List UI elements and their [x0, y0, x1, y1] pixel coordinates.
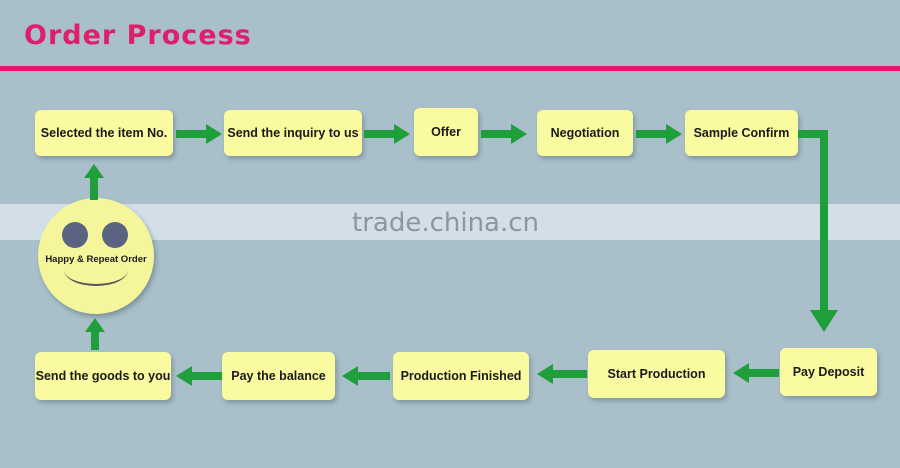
step-negotiation: Negotiation: [537, 110, 633, 156]
arrow-7-to-8: [537, 364, 587, 384]
final-step-label: Happy & Repeat Order: [45, 254, 147, 265]
arrow-3-to-4: [481, 124, 527, 144]
arrow-9-to-10: [176, 366, 222, 386]
arrow-6-to-7: [733, 363, 779, 383]
watermark-text: trade.china.cn: [352, 208, 540, 238]
arrow-smiley-to-1: [84, 164, 104, 200]
step-sample-confirm: Sample Confirm: [685, 110, 798, 156]
step-pay-balance: Pay the balance: [222, 352, 335, 400]
step-offer: Offer: [414, 108, 478, 156]
title-divider: [0, 66, 900, 71]
smiley-mouth: [64, 254, 128, 286]
smiley-left-eye: [62, 222, 88, 248]
step-send-inquiry: Send the inquiry to us: [224, 110, 362, 156]
arrow-4-to-5: [636, 124, 682, 144]
final-step-smiley: Happy & Repeat Order: [38, 198, 154, 314]
arrow-10-to-smiley: [85, 318, 105, 350]
smiley-right-eye: [102, 222, 128, 248]
step-production-finished: Production Finished: [393, 352, 529, 400]
step-selected-item: Selected the item No.: [35, 110, 173, 156]
step-start-production: Start Production: [588, 350, 725, 398]
arrow-1-to-2: [176, 124, 222, 144]
page-title: Order Process: [24, 20, 252, 51]
arrow-2-to-3: [364, 124, 410, 144]
arrow-8-to-9: [342, 366, 390, 386]
arrow-5-to-6-elbow: [798, 130, 838, 332]
step-send-goods: Send the goods to you: [35, 352, 171, 400]
step-pay-deposit: Pay Deposit: [780, 348, 877, 396]
